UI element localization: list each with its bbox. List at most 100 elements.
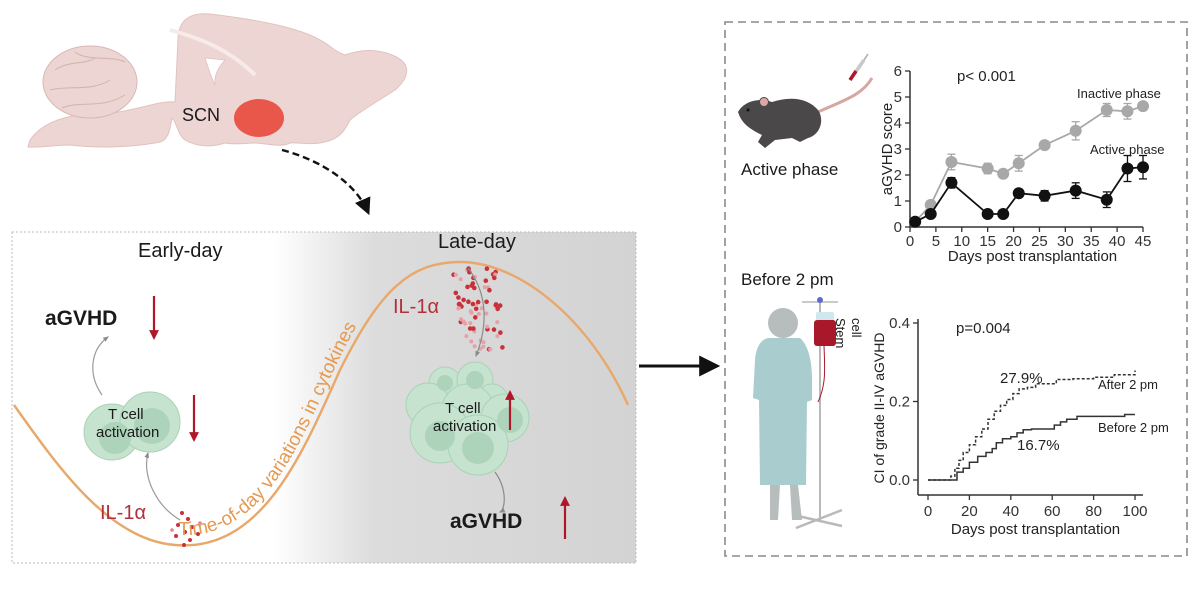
cytokine-dot: [473, 315, 478, 320]
data-point: [1069, 184, 1082, 197]
x-tick-label: 45: [1135, 233, 1152, 250]
cytokine-dot: [495, 320, 500, 325]
data-point: [997, 208, 1010, 220]
cytokine-dot: [464, 334, 469, 339]
cytokine-dot: [468, 309, 473, 314]
x-tick-label: 60: [1044, 503, 1061, 520]
cytokine-dot: [497, 303, 503, 308]
x-tick-label: 30: [1057, 233, 1074, 250]
km-curve-0: [928, 370, 1136, 481]
data-point: [1038, 189, 1051, 202]
legend-active-phase: Active phase: [1090, 142, 1164, 157]
cytokine-dot: [479, 306, 484, 311]
x-tick-label: 10: [953, 233, 970, 250]
cytokine-dot: [461, 297, 466, 303]
data-point: [981, 162, 994, 175]
data-point: [1012, 187, 1025, 200]
late-agvhd-label: aGVHD: [450, 510, 523, 533]
mouse-illustration: [738, 53, 874, 148]
late-tcell-label-line1: T cell: [445, 400, 481, 417]
cytokine-dot: [456, 306, 461, 310]
early-tcell-cluster: [83, 391, 181, 461]
patient-time-label: Before 2 pm: [741, 270, 834, 289]
late-il1a-to-tcell-arrow: [467, 267, 485, 358]
early-agvhd-label: aGVHD: [45, 307, 118, 330]
stem-cell-label-line1: Stem: [833, 318, 848, 349]
early-tcell-to-agvhd-arrow: [92, 336, 109, 396]
scn-label: SCN: [182, 105, 221, 125]
x-axis-label: Days post transplantation: [948, 248, 1117, 265]
early-day-title: Early-day: [138, 240, 223, 262]
late-tcell-label-line2: activation: [433, 418, 497, 435]
data-point: [1069, 124, 1082, 137]
cytokine-dot: [481, 344, 486, 349]
cytokine-dot: [493, 272, 498, 277]
cytokine-dot: [495, 334, 500, 339]
y-tick-label: 0.4: [889, 315, 910, 332]
cytokine-dot: [458, 277, 463, 282]
cytokine-dot: [500, 345, 505, 350]
x-tick-label: 100: [1122, 503, 1147, 520]
x-tick-label: 40: [1109, 233, 1126, 250]
early-tcell-label-line1: T cell: [108, 406, 144, 423]
cytokine-dot: [491, 327, 497, 332]
data-point: [924, 208, 937, 220]
cytokine-dot: [484, 266, 490, 272]
cytokine-dot: [485, 324, 490, 329]
mechanism-panel: Time-of-day variations in cytokines: [11, 231, 637, 564]
late-tcell-to-agvhd-arrow: [494, 471, 506, 513]
cytokine-dot: [470, 301, 476, 307]
y-tick-label: 4: [894, 115, 902, 132]
data-point: [1012, 157, 1025, 170]
late-il1a-label: IL-1α: [393, 296, 440, 318]
cytokine-dot: [482, 285, 487, 290]
y-tick-label: 0: [894, 219, 902, 236]
x-axis-label: Days post transplantation: [951, 521, 1120, 538]
early-tcell-label-line2: activation: [96, 424, 160, 441]
x-tick-label: 40: [1002, 503, 1019, 520]
p-value-annotation: p=0.004: [956, 320, 1011, 337]
cytokine-dot: [488, 347, 493, 352]
cytokine-dot: [467, 326, 473, 331]
y-axis-label: CI of grade II-IV aGVHD: [871, 333, 887, 484]
results-panel-border: [724, 21, 1188, 557]
y-tick-label: 0.2: [889, 394, 910, 411]
cytokine-dot: [453, 290, 459, 296]
x-tick-label: 0: [924, 503, 932, 520]
data-point: [1137, 161, 1149, 174]
y-axis-label: aGVHD score: [879, 103, 896, 196]
mouse-phase-label: Active phase: [741, 160, 839, 179]
cytokine-dot: [469, 339, 474, 344]
cytokine-dot: [476, 312, 481, 316]
y-tick-label: 2: [894, 167, 902, 184]
x-tick-label: 20: [1005, 233, 1022, 250]
x-tick-label: 35: [1083, 233, 1100, 250]
late-day-title: Late-day: [438, 231, 516, 253]
x-tick-label: 15: [979, 233, 996, 250]
p-value-annotation: p< 0.001: [957, 68, 1016, 85]
late-tcell-cluster: [405, 361, 530, 476]
cytokine-dot: [473, 306, 479, 312]
x-tick-label: 25: [1031, 233, 1048, 250]
data-point: [1137, 100, 1149, 113]
early-il1a-label: IL-1α: [100, 502, 147, 524]
y-tick-label: 1: [894, 193, 902, 210]
cytokine-dot: [453, 272, 458, 277]
brain-body: [27, 13, 408, 148]
y-tick-label: 3: [894, 141, 902, 158]
x-tick-label: 0: [906, 233, 914, 250]
cytokine-dot: [498, 330, 503, 335]
mouse-brain-illustration: [27, 13, 408, 148]
stem-cell-label-line2: cell: [849, 318, 864, 338]
data-point: [909, 215, 922, 228]
y-tick-label: 6: [894, 63, 902, 80]
data-point: [945, 176, 958, 189]
y-tick-label: 0.0: [889, 472, 910, 489]
cytokine-dot: [456, 301, 462, 307]
cytokine-dot: [495, 306, 501, 312]
early-il1a-dots: [170, 511, 202, 547]
scn-region: [234, 99, 284, 137]
legend-before-2pm: Before 2 pm: [1098, 420, 1169, 435]
